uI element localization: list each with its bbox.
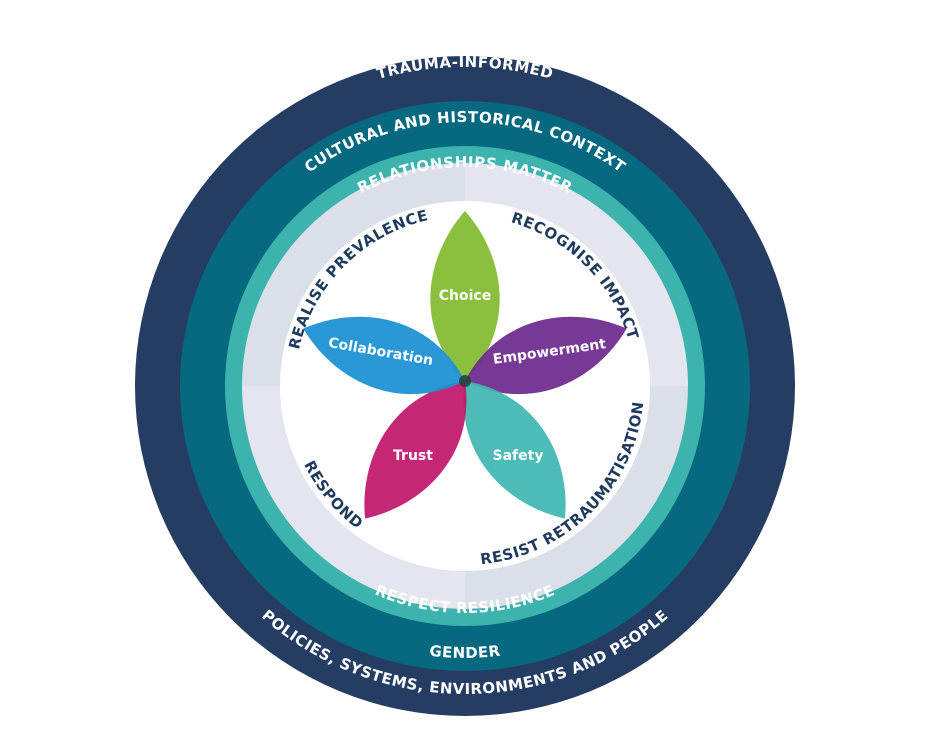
petal-label-choice: Choice [439,288,491,304]
petal-safety [463,381,566,519]
petal-trust [364,381,467,519]
ring-label-gender: GENDER [429,642,502,662]
petal-collaboration [303,316,465,395]
flower-center [459,375,471,387]
petal-label-safety: Safety [493,448,544,464]
petal-choice [430,211,500,381]
petal-empowerment [465,316,627,395]
petal-label-trust: Trust [393,448,433,464]
flower [303,211,627,519]
